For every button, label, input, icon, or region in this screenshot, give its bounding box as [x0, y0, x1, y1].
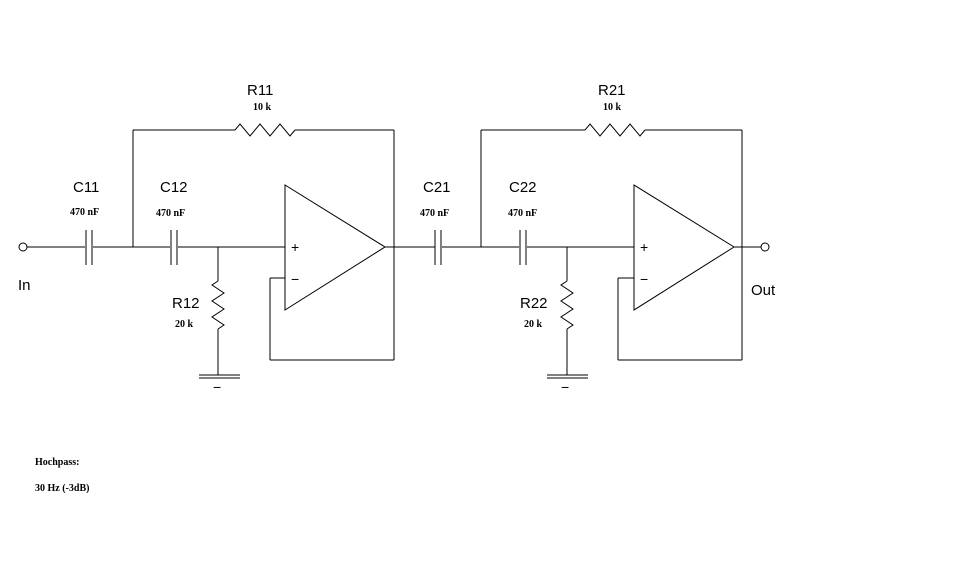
- filter-type-note: Hochpass:: [35, 457, 80, 468]
- r22-label: R22: [520, 295, 548, 312]
- ground-symbol-2: [547, 374, 588, 379]
- opamp-2-minus: −: [640, 271, 648, 287]
- r21-label: R21: [598, 82, 626, 99]
- ground-2-sign: −: [561, 379, 569, 395]
- c21-value: 470 nF: [420, 208, 449, 219]
- r22-value: 20 k: [524, 319, 543, 330]
- opamp-1-plus: +: [291, 239, 299, 255]
- r11-label: R11: [247, 82, 273, 99]
- output-terminal: [760, 242, 770, 252]
- c22-value: 470 nF: [508, 208, 537, 219]
- c12-value: 470 nF: [156, 208, 185, 219]
- output-label: Out: [751, 282, 776, 299]
- r12-value: 20 k: [175, 319, 194, 330]
- opamp-1-minus: −: [291, 271, 299, 287]
- c21-label: C21: [423, 179, 451, 196]
- resistor-r21: [584, 123, 646, 137]
- stage-1: C11 470 nF R11 10 k C12 470 nF R12 20 k: [27, 82, 435, 395]
- r21-value: 10 k: [603, 102, 622, 113]
- c22-label: C22: [509, 179, 537, 196]
- c11-value: 470 nF: [70, 207, 99, 218]
- c11-label: C11: [73, 179, 99, 196]
- opamp-1: [284, 184, 386, 311]
- stage-2: C21 470 nF R21 10 k C22 470 nF R22 20 k: [420, 82, 761, 395]
- ground-1-sign: −: [213, 379, 221, 395]
- capacitor-c21: [434, 230, 442, 265]
- resistor-r22: [560, 280, 574, 330]
- cutoff-note: 30 Hz (-3dB): [35, 483, 90, 494]
- r12-label: R12: [172, 295, 200, 312]
- opamp-2-plus: +: [640, 239, 648, 255]
- c12-label: C12: [160, 179, 188, 196]
- input-label: In: [18, 277, 31, 294]
- resistor-r12: [211, 280, 225, 330]
- ground-symbol-1: [199, 374, 240, 379]
- input-terminal: [18, 242, 28, 252]
- capacitor-c12: [170, 230, 178, 265]
- r11-value: 10 k: [253, 102, 272, 113]
- resistor-r11: [234, 123, 296, 137]
- opamp-2: [633, 184, 735, 311]
- capacitor-c22: [519, 230, 527, 265]
- capacitor-c11: [85, 230, 93, 265]
